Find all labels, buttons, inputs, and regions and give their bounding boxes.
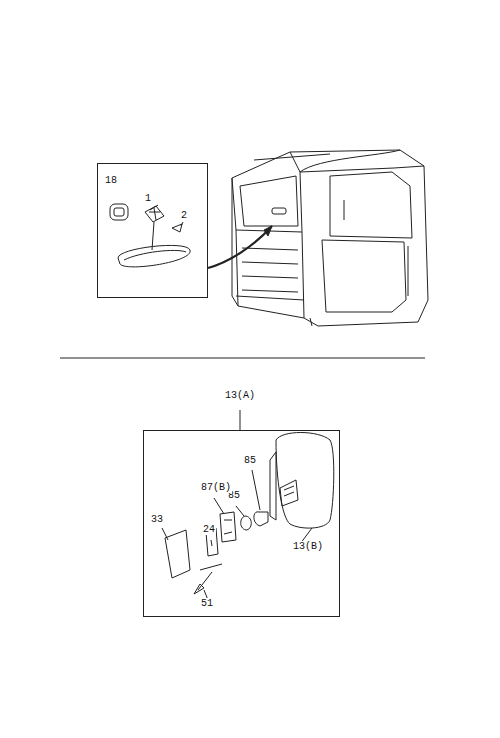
interior-mirror: [110, 204, 190, 267]
parts-panel: 13(A)858587(B)243313(B)51: [143, 430, 340, 617]
callout-number: 33: [150, 514, 164, 525]
side-mirror: [165, 410, 334, 594]
callout-number: 18: [104, 175, 118, 186]
callout-number: 87(B): [200, 482, 232, 493]
callout-number: 85: [243, 455, 257, 466]
callout-number: 2: [180, 210, 188, 221]
callout-number: 13(A): [224, 390, 256, 401]
arrow-head: [264, 226, 272, 236]
callout-number: 24: [202, 524, 216, 535]
callout-number: 51: [200, 598, 214, 609]
callout-number: 13(B): [292, 541, 324, 552]
parts-panel: 1812: [97, 163, 208, 298]
location-arrow: [208, 226, 272, 268]
leader-lines: [162, 470, 312, 600]
callout-number: 1: [144, 193, 152, 204]
separator-line: [60, 358, 425, 359]
